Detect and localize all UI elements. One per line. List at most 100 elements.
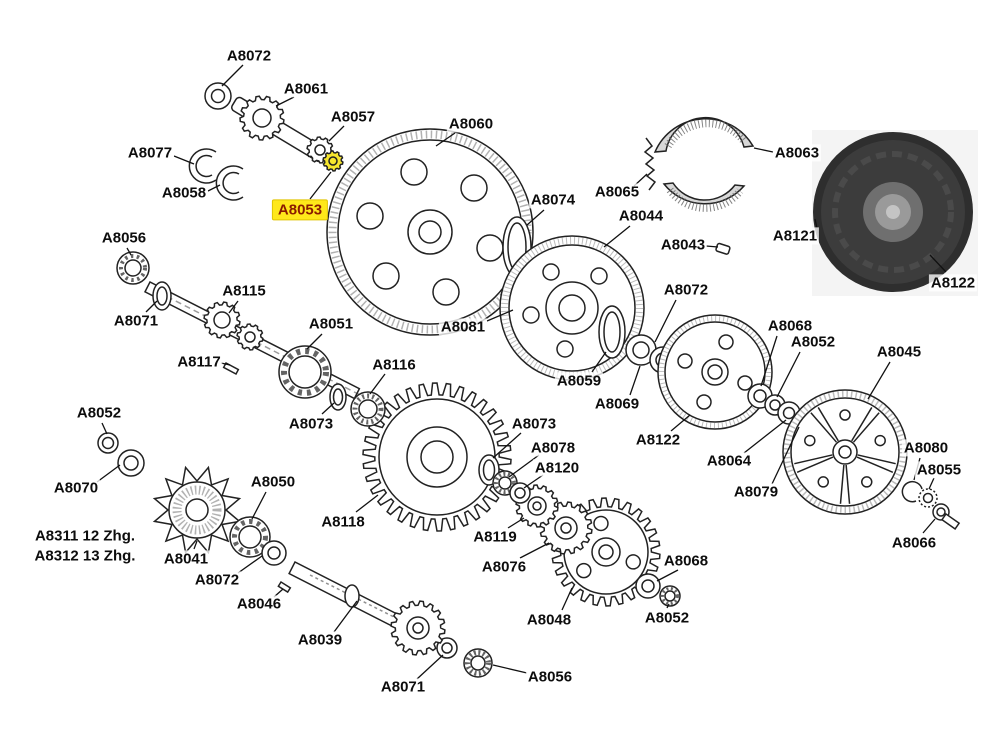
gear-a8118-inner — [406, 426, 468, 488]
part-label[interactable]: A8068 — [661, 552, 711, 570]
part-label[interactable]: A8120 — [532, 459, 582, 477]
part-label[interactable]: A8117 — [175, 353, 223, 371]
part-label[interactable]: A8044 — [616, 207, 666, 225]
gear-a8048-hole — [625, 554, 642, 570]
cover-spoke — [817, 407, 839, 442]
part-label[interactable]: A8069 — [592, 395, 642, 413]
part-label[interactable]: A8122 — [928, 274, 978, 292]
part-label[interactable]: A8050 — [248, 473, 298, 491]
gear-a8118-inner — [420, 440, 454, 474]
leader-line — [96, 464, 121, 483]
part-label[interactable]: A8052 — [74, 404, 124, 422]
part-label[interactable]: A8045 — [874, 343, 924, 361]
leader-line — [333, 600, 358, 633]
leader-line — [507, 517, 525, 529]
part-label[interactable]: A8121 — [770, 227, 820, 245]
sprocket-a8041-inner — [168, 481, 226, 539]
gear-a8057-inner — [314, 144, 326, 156]
cover-window — [817, 476, 830, 488]
gear-output-a8039 — [390, 600, 446, 656]
leader-line — [519, 542, 550, 559]
part-label[interactable]: A8059 — [554, 372, 604, 390]
part-label[interactable]: A8066 — [889, 534, 939, 552]
gears-back-layer — [152, 382, 661, 607]
leader-line — [629, 365, 641, 396]
part-label[interactable]: A8043 — [658, 236, 708, 254]
leader-line — [193, 540, 198, 550]
brake-shoes-drawing — [653, 116, 755, 212]
part-label-highlighted[interactable]: A8053 — [271, 199, 329, 221]
part-label[interactable]: A8073 — [509, 415, 559, 433]
gear-output-a8039-inner — [412, 622, 424, 634]
part-label[interactable]: A8116 — [370, 356, 418, 374]
part-label[interactable]: A8074 — [528, 191, 578, 209]
part-label[interactable]: A8070 — [51, 479, 101, 497]
part-label[interactable]: A8061 — [281, 80, 331, 98]
parts-detail-layer — [97, 82, 978, 678]
pressure-plate-drawing — [657, 314, 773, 430]
part-label[interactable]: A8071 — [378, 678, 428, 696]
part-label[interactable]: A8311 12 Zhg. — [32, 527, 138, 545]
gear-a8118 — [362, 382, 512, 532]
part-label[interactable]: A8076 — [479, 558, 529, 576]
part-label[interactable]: A8122 — [633, 431, 683, 449]
leader-line — [328, 125, 345, 142]
part-label[interactable]: A8073 — [286, 415, 336, 433]
part-label[interactable]: A8118 — [319, 513, 367, 531]
leader-line — [355, 494, 379, 513]
leader-line — [101, 422, 108, 435]
leader-line — [523, 474, 544, 489]
gear-a8119-inner — [532, 501, 542, 511]
cover-spoke — [810, 412, 838, 443]
part-label[interactable]: A8052 — [788, 333, 838, 351]
part-label[interactable]: A8056 — [525, 668, 575, 686]
part-label[interactable]: A8312 13 Zhg. — [32, 547, 138, 565]
part-label[interactable]: A8039 — [295, 631, 345, 649]
right-small-parts-drawing — [901, 480, 961, 530]
leader-line — [561, 587, 573, 611]
cluster-gear-2-inner — [244, 331, 256, 343]
cover-spoke — [851, 407, 873, 442]
part-label[interactable]: A8063 — [772, 144, 822, 162]
leader-line — [867, 361, 891, 400]
part-label[interactable]: A8064 — [704, 452, 754, 470]
part-label[interactable]: A8072 — [224, 47, 274, 65]
part-label[interactable]: A8057 — [328, 108, 378, 126]
part-label[interactable]: A8056 — [99, 229, 149, 247]
part-label[interactable]: A8072 — [661, 281, 711, 299]
gear-pinion-a8061-inner — [252, 108, 272, 128]
leader-line — [928, 477, 935, 490]
cover-window — [874, 434, 886, 447]
part-label[interactable]: A8048 — [524, 611, 574, 629]
part-label[interactable]: A8051 — [306, 315, 356, 333]
leader-line — [492, 432, 522, 459]
part-label[interactable]: A8041 — [161, 550, 211, 568]
gear-a8048-inner — [598, 544, 614, 560]
cover-spoke — [794, 454, 833, 465]
part-label[interactable]: A8065 — [592, 183, 642, 201]
part-label[interactable]: A8058 — [159, 184, 209, 202]
part-label[interactable]: A8060 — [446, 115, 496, 133]
part-label[interactable]: A8072 — [192, 571, 242, 589]
part-label[interactable]: A8080 — [901, 439, 951, 457]
part-label[interactable]: A8081 — [438, 318, 488, 336]
part-label[interactable]: A8119 — [471, 528, 519, 546]
leader-line — [760, 335, 778, 387]
part-label[interactable]: A8055 — [914, 461, 964, 479]
part-label[interactable]: A8046 — [234, 595, 284, 613]
part-label[interactable]: A8071 — [111, 312, 161, 330]
cover-spoke — [845, 464, 851, 504]
leader-line — [126, 247, 132, 256]
part-label[interactable]: A8068 — [765, 317, 815, 335]
gear-a8048-inner — [591, 537, 621, 567]
part-label[interactable]: A8078 — [528, 439, 578, 457]
part-label[interactable]: A8115 — [220, 282, 268, 300]
part-label[interactable]: A8079 — [731, 483, 781, 501]
highlighted-part-a8053 — [322, 150, 344, 172]
part-label[interactable]: A8052 — [642, 609, 692, 627]
cover-spoke — [839, 464, 845, 504]
cover-spoke — [852, 412, 880, 443]
part-label[interactable]: A8077 — [125, 144, 175, 162]
